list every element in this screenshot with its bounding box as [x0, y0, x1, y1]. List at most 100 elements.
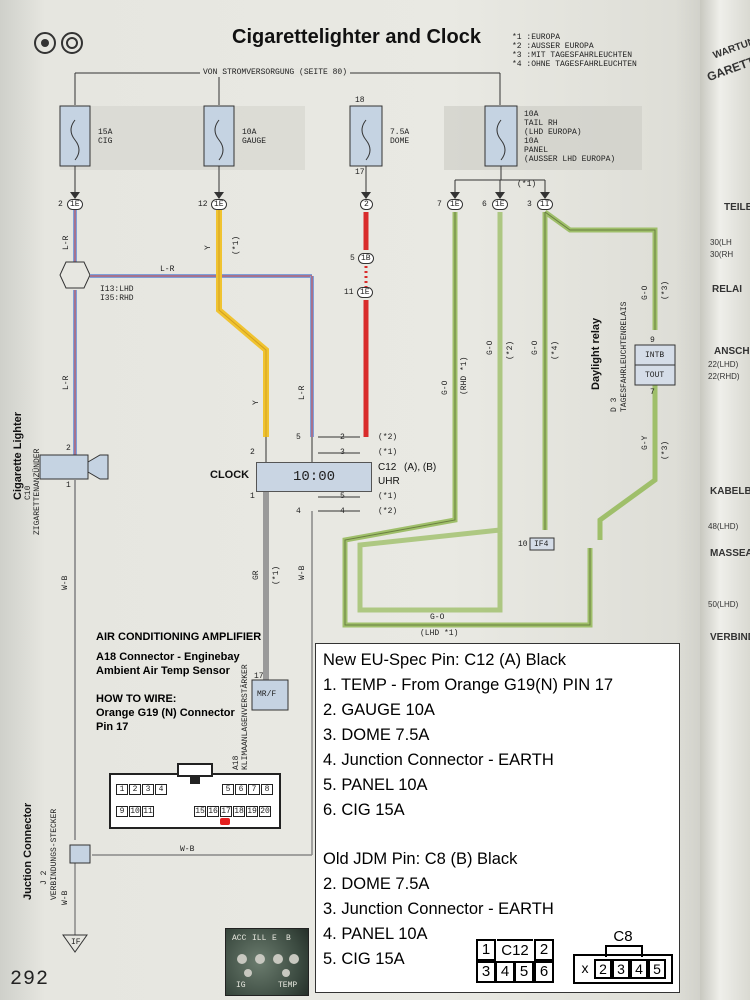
side-text: TEILE — [724, 202, 750, 213]
relay-label: Daylight relay — [590, 317, 602, 390]
wire-gr-star: (*1) — [272, 565, 281, 585]
side-text: RELAI — [712, 284, 742, 295]
g19-connector — [109, 763, 281, 829]
amp-box: MR/F — [257, 690, 277, 699]
info-line: 1. TEMP - From Orange G19(N) PIN 17 — [323, 676, 614, 694]
c12-pin: 6 — [534, 961, 554, 983]
fuse-tail-6: (AUSSER LHD EUROPA) — [524, 155, 616, 164]
relay-pin7: 7 — [650, 388, 655, 397]
relay-de: TAGESFAHRLEUCHTENRELAIS — [620, 301, 629, 412]
c12-pin: 5 — [514, 961, 534, 983]
if4-pin: 10 — [518, 540, 528, 549]
g19-pin: 4 — [155, 784, 167, 795]
amp-howto-2: Orange G19 (N) Connector — [96, 707, 235, 719]
junction-label: Juction Connector — [22, 802, 34, 900]
side-text: MASSEA — [710, 548, 750, 559]
adjacent-page: WARTUNG GARETT TEILE 30(LH 30(RH RELAI A… — [700, 0, 750, 1000]
wire-wb-2: W-B — [61, 575, 70, 590]
wire-go-bottom: G-O — [430, 613, 445, 622]
c8-pin-x: x — [581, 960, 589, 976]
if4-label: IF4 — [534, 540, 549, 549]
c8-pin-diagram: C8 x 2 3 4 5 — [573, 928, 673, 984]
side-text: KABELB — [710, 486, 750, 497]
g19-pin: 9 — [116, 806, 128, 817]
fuse-tail-2: TAIL RH — [524, 119, 558, 128]
wire-y-star1: (*1) — [232, 235, 241, 255]
wire-lr-4: L-R — [298, 385, 307, 400]
clock-code: C12 — [378, 462, 397, 473]
clock-time: 10:00 — [292, 469, 335, 485]
wire-gr: GR — [252, 570, 261, 580]
g19-pin: 16 — [207, 806, 219, 817]
g19-pin: 5 — [222, 784, 234, 795]
tag-i13: I13:LHD — [100, 285, 134, 294]
photo-terminals — [237, 954, 299, 977]
c12-pin: 4 — [495, 961, 515, 983]
amp-a18-1: A18 Connector - Enginebay — [96, 651, 240, 663]
ground-label: IF — [71, 938, 81, 947]
side-text: 22(RHD) — [708, 372, 740, 381]
fuse-gauge-rating: 10A — [242, 128, 257, 137]
conn-pin-6: 6 — [482, 200, 487, 209]
side-text: GARETT — [705, 53, 750, 85]
photo-temp: TEMP — [278, 981, 298, 990]
g19-pin: 15 — [194, 806, 206, 817]
tag-s2: (*2) — [506, 340, 515, 360]
tag-s3b: (*3) — [661, 440, 670, 460]
supply-note: VON STROMVERSORGUNG (SEITE 80) — [200, 68, 351, 77]
c8-latch — [605, 945, 643, 957]
g19-pins-bottom-right: 15 16 17 18 19 20 — [194, 806, 271, 817]
photo-ig: IG — [236, 981, 246, 990]
relay-intb: INTB — [645, 351, 665, 360]
fuse-dome-pin-top: 18 — [355, 96, 365, 105]
info-line: 5. PANEL 10A — [323, 776, 428, 794]
c8-pin: 4 — [630, 959, 648, 979]
info-line: 5. CIG 15A — [323, 950, 405, 968]
legend-2: *2 :AUSSER EUROPA — [512, 42, 594, 51]
conn-pin-gauge: 12 — [198, 200, 208, 209]
c12-pin: 3 — [476, 961, 496, 983]
g19-pin: 18 — [233, 806, 245, 817]
fuse-tail-1: 10A — [524, 110, 539, 119]
fuse-tail-5: PANEL — [524, 146, 549, 155]
wire-wb-1: W-B — [298, 565, 307, 580]
g19-pin: 8 — [261, 784, 273, 795]
clock-pin-5b: 5 — [296, 433, 301, 442]
wiring-symbol-icon — [34, 32, 83, 54]
info-line: New EU-Spec Pin: C12 (A) Black — [323, 651, 566, 669]
clock-pin-4b: 4 — [296, 507, 301, 516]
fuse-dome-pin-bottom: 17 — [355, 168, 365, 177]
clock-tag-s1b: (*1) — [378, 492, 398, 501]
g19-pin: 2 — [129, 784, 141, 795]
wire-wb-4: W-B — [61, 890, 70, 905]
wire-y-1: Y — [204, 245, 213, 250]
tag-i35: I35:RHD — [100, 294, 134, 303]
side-text: 22(LHD) — [708, 360, 739, 369]
tag-rhd1: (RHD *1) — [460, 356, 469, 395]
amp-a18-2: Ambient Air Temp Sensor — [96, 665, 230, 677]
clock-uhr: UHR — [378, 476, 400, 487]
fuse-dome-name: DOME — [390, 137, 410, 146]
side-text: 30(LH — [710, 238, 732, 247]
amp-pin17: 17 — [254, 672, 264, 681]
c8-shell — [573, 954, 673, 984]
clock-tag-s2b: (*2) — [378, 507, 398, 516]
wire-go-4: G-O — [641, 285, 650, 300]
photo-e: E — [272, 934, 277, 943]
cig-pin-2: 2 — [66, 444, 71, 453]
conn-pin-cig: 2 — [58, 200, 63, 209]
clock-pin-2a: 2 — [250, 448, 255, 457]
clock-tag-s1: (*1) — [378, 448, 398, 457]
junction-code: J 2 — [40, 870, 49, 885]
g19-pin: 10 — [129, 806, 141, 817]
conn-code-1b: 1B — [358, 253, 374, 264]
conn-code-gauge: 1E — [211, 199, 227, 210]
wire-go-1: G-O — [441, 380, 450, 395]
pin17-marker — [220, 818, 230, 825]
side-text: 30(RH — [710, 250, 734, 259]
wire-lr-1: L-R — [62, 235, 71, 250]
conn-code-3: 1I — [537, 199, 553, 210]
clock-right-5: 5 — [340, 492, 345, 501]
fuse-dome-rating: 7.5A — [390, 128, 410, 137]
